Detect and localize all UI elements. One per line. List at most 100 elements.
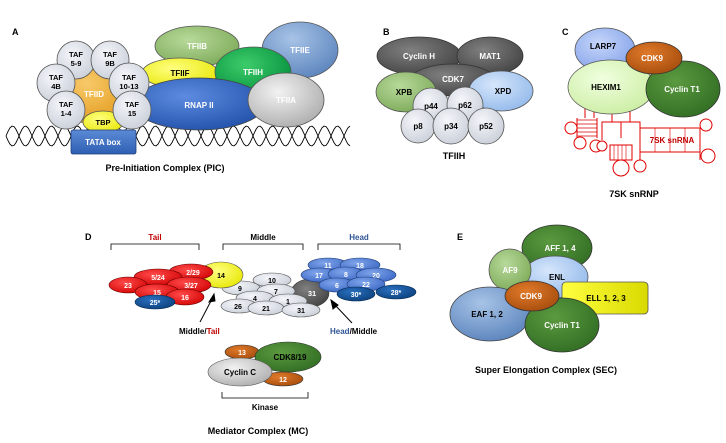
- taf-4b-label-2: 4B: [51, 82, 61, 91]
- arrow-head-middle-tail: [207, 292, 216, 303]
- subunit-2-29-label: 2/29: [186, 270, 200, 277]
- kinase-label: Kinase: [252, 403, 279, 412]
- p52-node: [467, 107, 505, 145]
- subunit-12-label: 12: [279, 377, 287, 384]
- aff-label: AFF 1, 4: [544, 244, 576, 253]
- 7sk-snrna-label: 7SK snRNA: [650, 136, 695, 145]
- taf-10-13-label-2: 10-13: [119, 82, 138, 91]
- tail-bracket: [110, 243, 200, 250]
- taf-1-4: TAF 1-4: [46, 90, 86, 130]
- subunit-6-label: 6: [335, 283, 339, 290]
- cyclin-t1-sec-label: Cyclin T1: [544, 321, 580, 330]
- cyclin-t1-label: Cyclin T1: [664, 85, 700, 94]
- tbp-label: TBP: [96, 118, 111, 127]
- cdk9-node: [625, 41, 683, 75]
- middle-label: Middle: [250, 233, 276, 242]
- subunit-15-label: 15: [153, 290, 161, 297]
- taf-9b-label-2: 9B: [105, 59, 115, 68]
- panel-b-caption: TFIIH: [443, 151, 466, 161]
- rna-loops: [564, 118, 716, 177]
- subunit-25-label: 25*: [150, 300, 161, 307]
- subunit-13-label: 13: [238, 350, 246, 357]
- subunit-10-label: 10: [268, 278, 276, 285]
- cyclin-t1-node: [645, 60, 721, 118]
- taf-15-label-2: 15: [128, 109, 136, 118]
- rnap-ii-label: RNAP II: [184, 101, 213, 110]
- subunit-21-label: 21: [262, 306, 270, 313]
- subunit-5-24-label: 5/24: [151, 275, 165, 282]
- tfiib-label: TFIIB: [187, 42, 207, 51]
- panel-c-caption: 7SK snRNP: [609, 189, 659, 199]
- subunit-28: [375, 284, 417, 300]
- tfiia-node: [247, 72, 325, 128]
- subunit-28-label: 28*: [391, 290, 402, 297]
- eaf-label: EAF 1, 2: [471, 310, 503, 319]
- subunit-23-label: 23: [124, 283, 132, 290]
- cyclin-c-label: Cyclin C: [224, 368, 256, 377]
- p52-label: p52: [479, 122, 493, 131]
- middle-tail-label: Middle/Tail: [179, 327, 220, 336]
- panel-d-caption: Mediator Complex (MC): [208, 426, 309, 436]
- panel-c: C: [562, 27, 721, 199]
- p8-label: p8: [413, 122, 423, 131]
- panel-e-letter: E: [457, 232, 463, 242]
- tfiie-label: TFIIE: [290, 46, 310, 55]
- cyclin-t1-sec-node: [524, 297, 600, 353]
- brackets: [110, 243, 401, 399]
- p62-label: p62: [458, 101, 472, 110]
- xpd-label: XPD: [495, 87, 512, 96]
- taf-10-13-label-1: TAF: [122, 73, 136, 82]
- panel-e: E AFF 1, 4 ENL AF9 EAF 1, 2 ELL 1, 2, 3 …: [449, 224, 649, 375]
- arrow-head-head-middle: [330, 298, 339, 310]
- subunit-20-label: 20: [372, 273, 380, 280]
- rna-ladder-left: [576, 118, 598, 138]
- taf-5-9-label-1: TAF: [69, 50, 83, 59]
- panel-c-letter: C: [562, 27, 569, 37]
- tfiid-label: TFIID: [84, 90, 104, 99]
- head-label: Head: [349, 233, 369, 242]
- cdk9-label: CDK9: [641, 54, 663, 63]
- subunit-25: [134, 294, 176, 310]
- 7sk-snrna: [576, 104, 701, 161]
- subunit-16-label: 16: [181, 295, 189, 302]
- subunit-31-dark-label: 31: [308, 289, 316, 298]
- panel-b: B Cyclin H MAT1 CDK7 XPB XPD p44 p62 p8 …: [375, 27, 534, 161]
- cdk9-sec-label: CDK9: [520, 292, 542, 301]
- head-middle-label-1: Head: [330, 327, 350, 336]
- head-bracket: [317, 243, 401, 250]
- tail-label: Tail: [148, 233, 161, 242]
- panel-a: A TFIIB TFIIE TFIIF TFIIH RNAP II TFIIA …: [5, 21, 351, 173]
- af9-label: AF9: [502, 266, 518, 275]
- subunit-17-label: 17: [315, 273, 323, 280]
- subunit-30: [336, 286, 376, 302]
- middle-tail-label-1: Middle/: [179, 327, 207, 336]
- tfiih-label: TFIIH: [243, 68, 263, 77]
- cdk8-19-label: CDK8/19: [274, 353, 307, 362]
- taf-4b-label-1: TAF: [49, 73, 63, 82]
- subunit-31: [281, 302, 321, 318]
- subunit-30-label: 30*: [351, 292, 362, 299]
- subunit-11-label: 11: [324, 263, 332, 270]
- tfiia-label: TFIIA: [276, 96, 296, 105]
- p34-label: p34: [444, 122, 458, 131]
- subunit-7-label: 7: [274, 289, 278, 296]
- hexim1-label: HEXIM1: [591, 83, 621, 92]
- taf-9b-label-1: TAF: [103, 50, 117, 59]
- cdk7-label: CDK7: [442, 75, 464, 84]
- subunit-8-label: 8: [344, 272, 348, 279]
- cyclin-h-label: Cyclin H: [403, 52, 435, 61]
- panel-a-caption: Pre-Initiation Complex (PIC): [105, 163, 224, 173]
- middle-tail-label-2: Tail: [207, 327, 220, 336]
- subunit-9-label: 9: [238, 286, 242, 293]
- arrows: [199, 292, 353, 324]
- tfiif-label: TFIIF: [170, 69, 189, 78]
- taf-15-label-1: TAF: [125, 100, 139, 109]
- tail-subunits: 2/29 5/24 3/27 23 15 16 25*: [108, 263, 214, 310]
- subunit-18-label: 18: [356, 263, 364, 270]
- larp7-label: LARP7: [590, 42, 617, 51]
- kinase-bracket: [221, 392, 309, 399]
- taf-15: TAF 15: [112, 90, 152, 130]
- subunit-3-27-label: 3/27: [184, 283, 198, 290]
- cdk9-sec-node: [504, 280, 560, 312]
